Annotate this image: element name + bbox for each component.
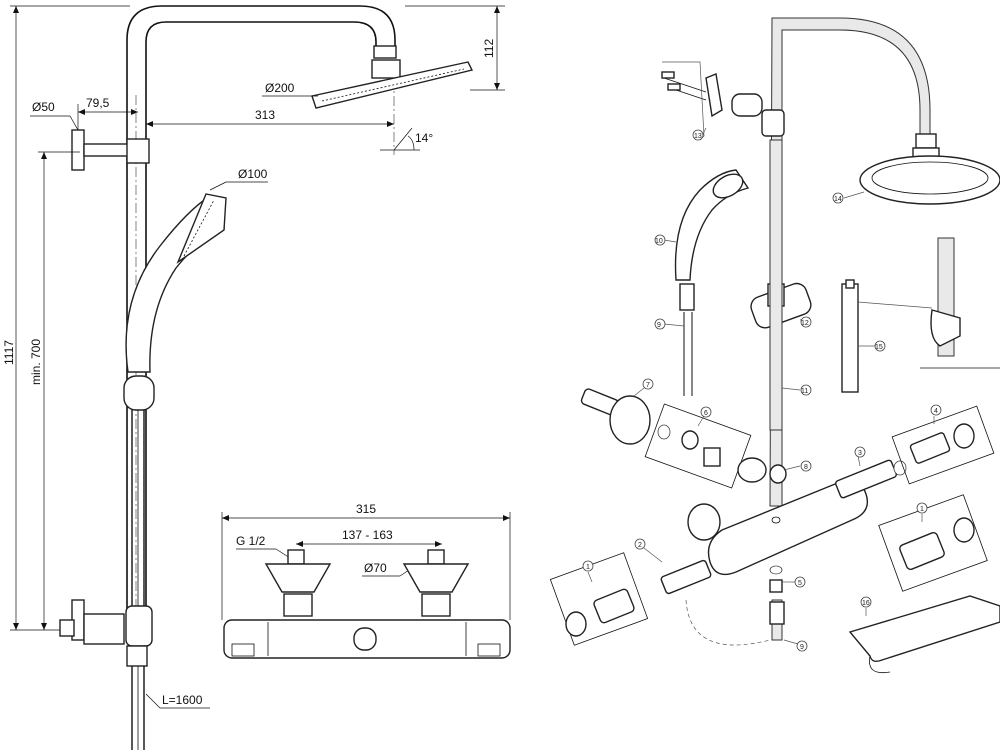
dim-hose-length: L=1600 [162,693,203,707]
exploded-view: 13 14 10 9 12 11 15 7 6 [549,17,1000,674]
rail-segment-11 [769,139,783,431]
callout-11-label: 11 [801,388,808,395]
mixer-inlet [59,619,75,637]
flange-7 [609,395,651,445]
dim-mixer-thread: G 1/2 [236,534,266,548]
part-5 [769,565,783,575]
callout-11 [800,384,812,396]
mixer-thread-right [427,549,445,565]
dim-mixer-width: 315 [356,502,376,516]
part-callouts: 13 14 10 9 12 11 15 7 6 [582,127,942,652]
dim-arm-reach: 313 [255,108,275,122]
callout-1a-label: 1 [586,564,590,571]
rail-foot [126,645,148,667]
callout-16 [860,596,872,608]
part-4-box [891,405,995,485]
callout-8-label: 8 [804,464,808,471]
callout-7-label: 7 [646,382,650,389]
callout-4-label: 4 [934,408,938,415]
dim-handshower-diameter: Ø100 [238,167,268,181]
callout-3 [854,446,866,458]
dim-head-angle: 14° [415,131,433,145]
dim-height-total: 1117 [2,340,16,365]
callout-16-label: 16 [862,600,870,607]
callout-9a [654,318,666,330]
cartridge-2 [660,559,712,595]
mixer-nut-right [421,593,451,617]
callout-1b-label: 1 [920,506,924,513]
dimension-drawing: 112 Ø200 313 14° Ø50 79,5 1117 [2,5,511,750]
mixer-body-side [83,613,125,645]
dim-wall-offset: 79,5 [86,96,110,110]
part-8 [769,464,787,484]
overhead-shower-head [311,61,474,109]
shower-hose [131,410,145,750]
callout-1a [582,560,594,572]
callout-14-label: 14 [834,196,842,203]
hand-shower-nut-10 [679,283,695,311]
callout-9b [796,640,808,652]
callout-13-label: 13 [694,133,702,140]
bracket-arm [83,143,129,157]
head-connector [371,59,401,79]
callout-12-label: 12 [801,320,809,327]
overhead-nut [915,133,937,149]
exploded-hose-lower [685,599,771,646]
exploded-riser [769,17,931,507]
riser-rail-inner [145,21,377,640]
mixer-thread-left [287,549,305,565]
callout-1b [916,502,928,514]
dim-mixer-centers: 137 - 163 [342,528,393,542]
callout-12 [800,316,812,328]
slider-holder [123,375,155,411]
dim-mixer-flange: Ø70 [364,561,387,575]
callout-8 [800,460,812,472]
shelf-16 [848,595,1000,663]
overhead-head [859,155,1000,205]
bracket-plate-13 [705,73,723,118]
callout-9b-label: 9 [800,644,804,651]
callout-5 [794,576,806,588]
callout-9a-label: 9 [657,322,661,329]
dim-wall-diameter: Ø50 [32,100,55,114]
dim-arm-height: 112 [482,39,496,58]
callout-3-label: 3 [858,450,862,457]
callout-6 [700,406,712,418]
head-nut [373,45,397,59]
mixer-inset: 315 137 - 163 G 1/2 Ø70 [221,502,511,659]
bracket-clamp [126,138,150,164]
callout-15 [874,340,886,352]
callout-6-label: 6 [704,410,708,417]
callout-14 [832,192,844,204]
mixer-flange-right [402,563,470,593]
callout-10 [654,234,666,246]
mixer-flange-left [264,563,332,593]
bracket-clamp-13 [761,109,785,137]
riser-rail [126,5,396,640]
callout-15-label: 15 [875,344,883,351]
wall-flange-upper [71,129,85,171]
lower-clamp [125,605,153,647]
mixer-nut-left [283,593,313,617]
mixer-outlet [353,627,377,651]
callout-10-label: 10 [655,238,663,245]
callout-4 [930,404,942,416]
callout-2-label: 2 [638,542,642,549]
callout-13 [692,129,704,141]
callout-7 [642,378,654,390]
dim-min-height: min. 700 [29,339,43,385]
dim-head-diameter: Ø200 [265,81,295,95]
callout-5-label: 5 [798,580,802,587]
bracket-arm-13 [731,93,763,117]
bracket-tube-15 [841,283,859,393]
part-6-box [644,403,752,489]
callout-2 [634,538,646,550]
